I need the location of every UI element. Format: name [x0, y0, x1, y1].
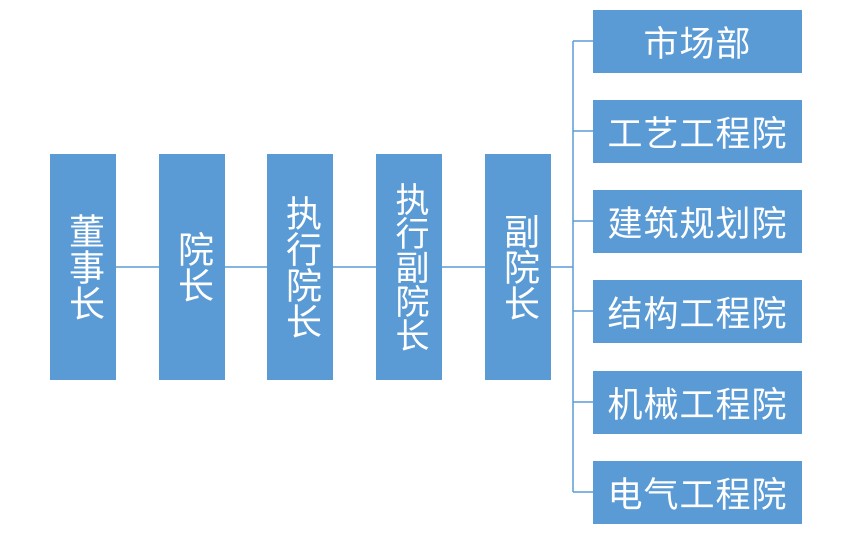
node-electrical-engineering: 电气工程院: [593, 461, 802, 524]
node-marketing: 市场部: [593, 10, 802, 73]
node-executive-dean: 执行院长: [267, 154, 333, 380]
node-architectural-planning: 建筑规划院: [593, 190, 802, 253]
node-structural-engineering: 结构工程院: [593, 280, 802, 343]
node-dean: 院长: [159, 154, 225, 380]
node-vice-dean: 副院长: [485, 154, 551, 380]
node-process-engineering: 工艺工程院: [593, 100, 802, 163]
node-mechanical-engineering: 机械工程院: [593, 371, 802, 434]
node-executive-vice-dean: 执行副院长: [376, 154, 442, 380]
node-chairman: 董事长: [50, 154, 116, 380]
